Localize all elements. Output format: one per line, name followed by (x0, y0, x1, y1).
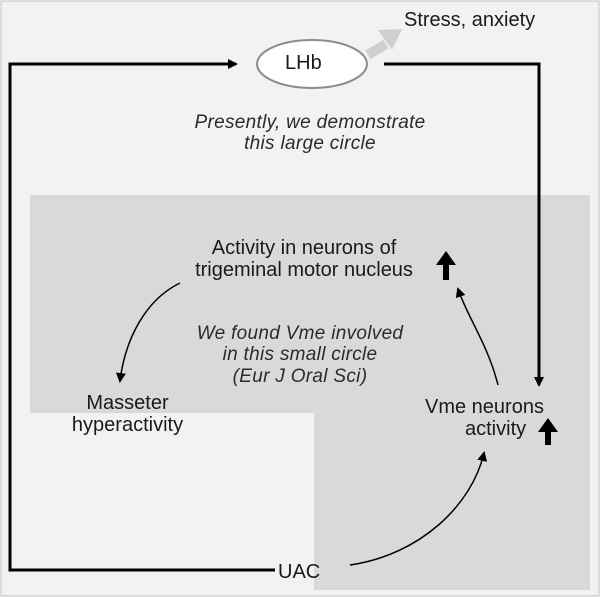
vme-activity-label: Vme neurons activity (425, 396, 544, 441)
large-circle-note: Presently, we demonstrate this large cir… (140, 112, 480, 155)
large-circle-note-line2: this large circle (244, 133, 376, 155)
lhb-node (256, 39, 368, 89)
lhb-to-stress-arrow (365, 39, 389, 60)
small-circle-note-line2: in this small circle (222, 344, 378, 366)
trigeminal-activity-label: Activity in neurons of trigeminal motor … (178, 237, 430, 282)
trigeminal-label-line2: trigeminal motor nucleus (195, 259, 413, 282)
lhb-to-stress-arrowhead (378, 29, 402, 50)
trigeminal-up-arrow-icon (436, 251, 456, 280)
lhb-to-vme-path (384, 62, 544, 387)
trigeminal-label-line1: Activity in neurons of (211, 237, 397, 259)
lhb-label: LHb (285, 52, 322, 74)
masseter-label-line2: hyperactivity (71, 414, 184, 437)
masseter-label-line1: Masseter (86, 392, 169, 414)
large-circle-note-line1: Presently, we demonstrate (194, 112, 426, 133)
inner-panel (30, 195, 590, 590)
uac-to-vme-arrow (349, 451, 488, 566)
vme-to-trigeminal-arrow (455, 287, 499, 386)
uac-label: UAC (278, 561, 321, 583)
small-circle-note-line3: (Eur J Oral Sci) (232, 365, 368, 387)
trigeminal-to-masseter-arrow (116, 282, 181, 383)
small-circle-note-line1: We found Vme involved (196, 323, 404, 344)
masseter-label: Masseter hyperactivity (50, 392, 205, 437)
stress-anxiety-label: Stress, anxiety (404, 9, 536, 31)
small-circle-note: We found Vme involved in this small circ… (150, 323, 450, 387)
vme-up-arrow-icon (538, 418, 558, 445)
vme-label-line1: Vme neurons (425, 396, 544, 418)
vme-label-line2: activity (465, 418, 527, 441)
uac-to-lhb-path (8, 59, 275, 572)
